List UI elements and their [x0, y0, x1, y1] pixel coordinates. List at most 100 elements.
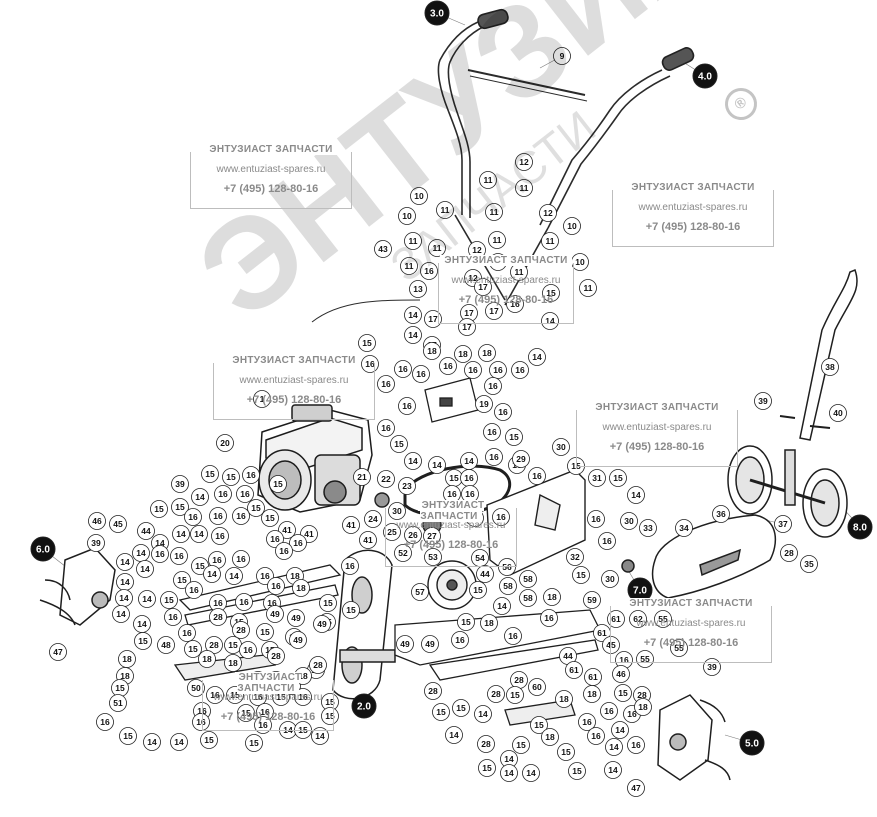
- part-callout: 53: [424, 548, 442, 566]
- part-callout: 28: [232, 621, 250, 639]
- callout-label: 14: [176, 529, 186, 539]
- part-callout: 16: [506, 295, 524, 313]
- callout-circle: [692, 63, 718, 89]
- callout-circle: [377, 470, 395, 488]
- callout-label: 30: [624, 516, 634, 526]
- callout-label: 15: [175, 502, 185, 512]
- part-callout: 38: [821, 358, 839, 376]
- callout-label: 16: [604, 706, 614, 716]
- part-callout: 14: [404, 306, 422, 324]
- callout-circle: [458, 318, 476, 336]
- transmission-housing: [332, 549, 396, 700]
- callout-circle: [359, 531, 377, 549]
- part-callout: 15: [269, 475, 287, 493]
- part-callout: 16: [492, 508, 510, 526]
- part-callout: 32: [566, 548, 584, 566]
- callout-circle: [553, 47, 571, 65]
- part-callout: 28: [309, 656, 327, 674]
- callout-circle: [557, 743, 575, 761]
- callout-circle: [206, 686, 224, 704]
- callout-label: 16: [424, 266, 434, 276]
- callout-label: 39: [91, 538, 101, 548]
- callout-circle: [675, 519, 693, 537]
- part-callout: 45: [602, 636, 620, 654]
- part-callout: 16: [598, 532, 616, 550]
- part-callout: 16: [451, 631, 469, 649]
- callout-label: 18: [298, 671, 308, 681]
- side-plate: [486, 469, 586, 576]
- part-callout: 14: [138, 590, 156, 608]
- callout-label: 10: [402, 211, 412, 221]
- callout-circle: [528, 348, 546, 366]
- callout-circle: [190, 525, 208, 543]
- callout-circle: [211, 527, 229, 545]
- callout-label: 14: [120, 577, 130, 587]
- part-callout: 58: [519, 589, 537, 607]
- callout-circle: [432, 703, 450, 721]
- callout-circle: [404, 452, 422, 470]
- part-callout: 16: [528, 467, 546, 485]
- callout-label: 55: [640, 654, 650, 664]
- callout-circle: [216, 434, 234, 452]
- callout-circle: [552, 438, 570, 456]
- callout-label: 14: [504, 754, 514, 764]
- part-callout: 14: [522, 764, 540, 782]
- callout-circle: [364, 510, 382, 528]
- part-callout: 17: [474, 278, 492, 296]
- part-callout: 28: [510, 671, 528, 689]
- callout-label: 7.0: [633, 586, 647, 597]
- callout-circle: [351, 693, 377, 719]
- callout-label: 26: [408, 530, 418, 540]
- callout-label: 41: [346, 520, 356, 530]
- part-callout: 16: [214, 485, 232, 503]
- callout-label: 15: [230, 690, 240, 700]
- part-callout: 31: [588, 469, 606, 487]
- callout-label: 5.0: [745, 739, 759, 750]
- callout-circle: [138, 590, 156, 608]
- callout-circle: [358, 334, 376, 352]
- callout-label: 15: [546, 288, 556, 298]
- callout-label: 14: [408, 310, 418, 320]
- part-callout: 15: [224, 636, 242, 654]
- callout-circle: [96, 713, 114, 731]
- part-callout: 18: [541, 728, 559, 746]
- part-callout: 16: [587, 510, 605, 528]
- callout-circle: [477, 735, 495, 753]
- callout-label: 16: [196, 717, 206, 727]
- callout-circle: [506, 686, 524, 704]
- callout-circle: [409, 280, 427, 298]
- callout-label: 15: [534, 720, 544, 730]
- part-callout: 41: [342, 516, 360, 534]
- callout-label: 14: [229, 571, 239, 581]
- callout-label: 10: [414, 191, 424, 201]
- part-callout: 14: [627, 486, 645, 504]
- callout-circle: [479, 171, 497, 189]
- callout-circle: [209, 507, 227, 525]
- callout-label: 35: [804, 559, 814, 569]
- callout-label: 15: [195, 561, 205, 571]
- callout-label: 61: [569, 665, 579, 675]
- callout-label: 41: [304, 529, 314, 539]
- callout-label: 28: [313, 660, 323, 670]
- callout-circle: [498, 558, 516, 576]
- callout-circle: [137, 522, 155, 540]
- callout-circle: [588, 469, 606, 487]
- part-callout: 16: [494, 403, 512, 421]
- assembly-callout: 7.0: [627, 577, 653, 603]
- callout-circle: [464, 361, 482, 379]
- part-callout: 11: [541, 232, 559, 250]
- callout-label: 16: [155, 549, 165, 559]
- part-callout: 36: [712, 505, 730, 523]
- part-callout: 18: [543, 588, 561, 606]
- part-callout: 14: [541, 312, 559, 330]
- part-callout: 16: [185, 581, 203, 599]
- callout-label: 60: [532, 682, 542, 692]
- callout-label: 15: [576, 570, 586, 580]
- callout-label: 14: [408, 456, 418, 466]
- callout-circle: [311, 727, 329, 745]
- part-callout: 17: [424, 310, 442, 328]
- part-callout: 49: [289, 631, 307, 649]
- watermark-url: www.entuziast-spares.ru: [396, 520, 506, 531]
